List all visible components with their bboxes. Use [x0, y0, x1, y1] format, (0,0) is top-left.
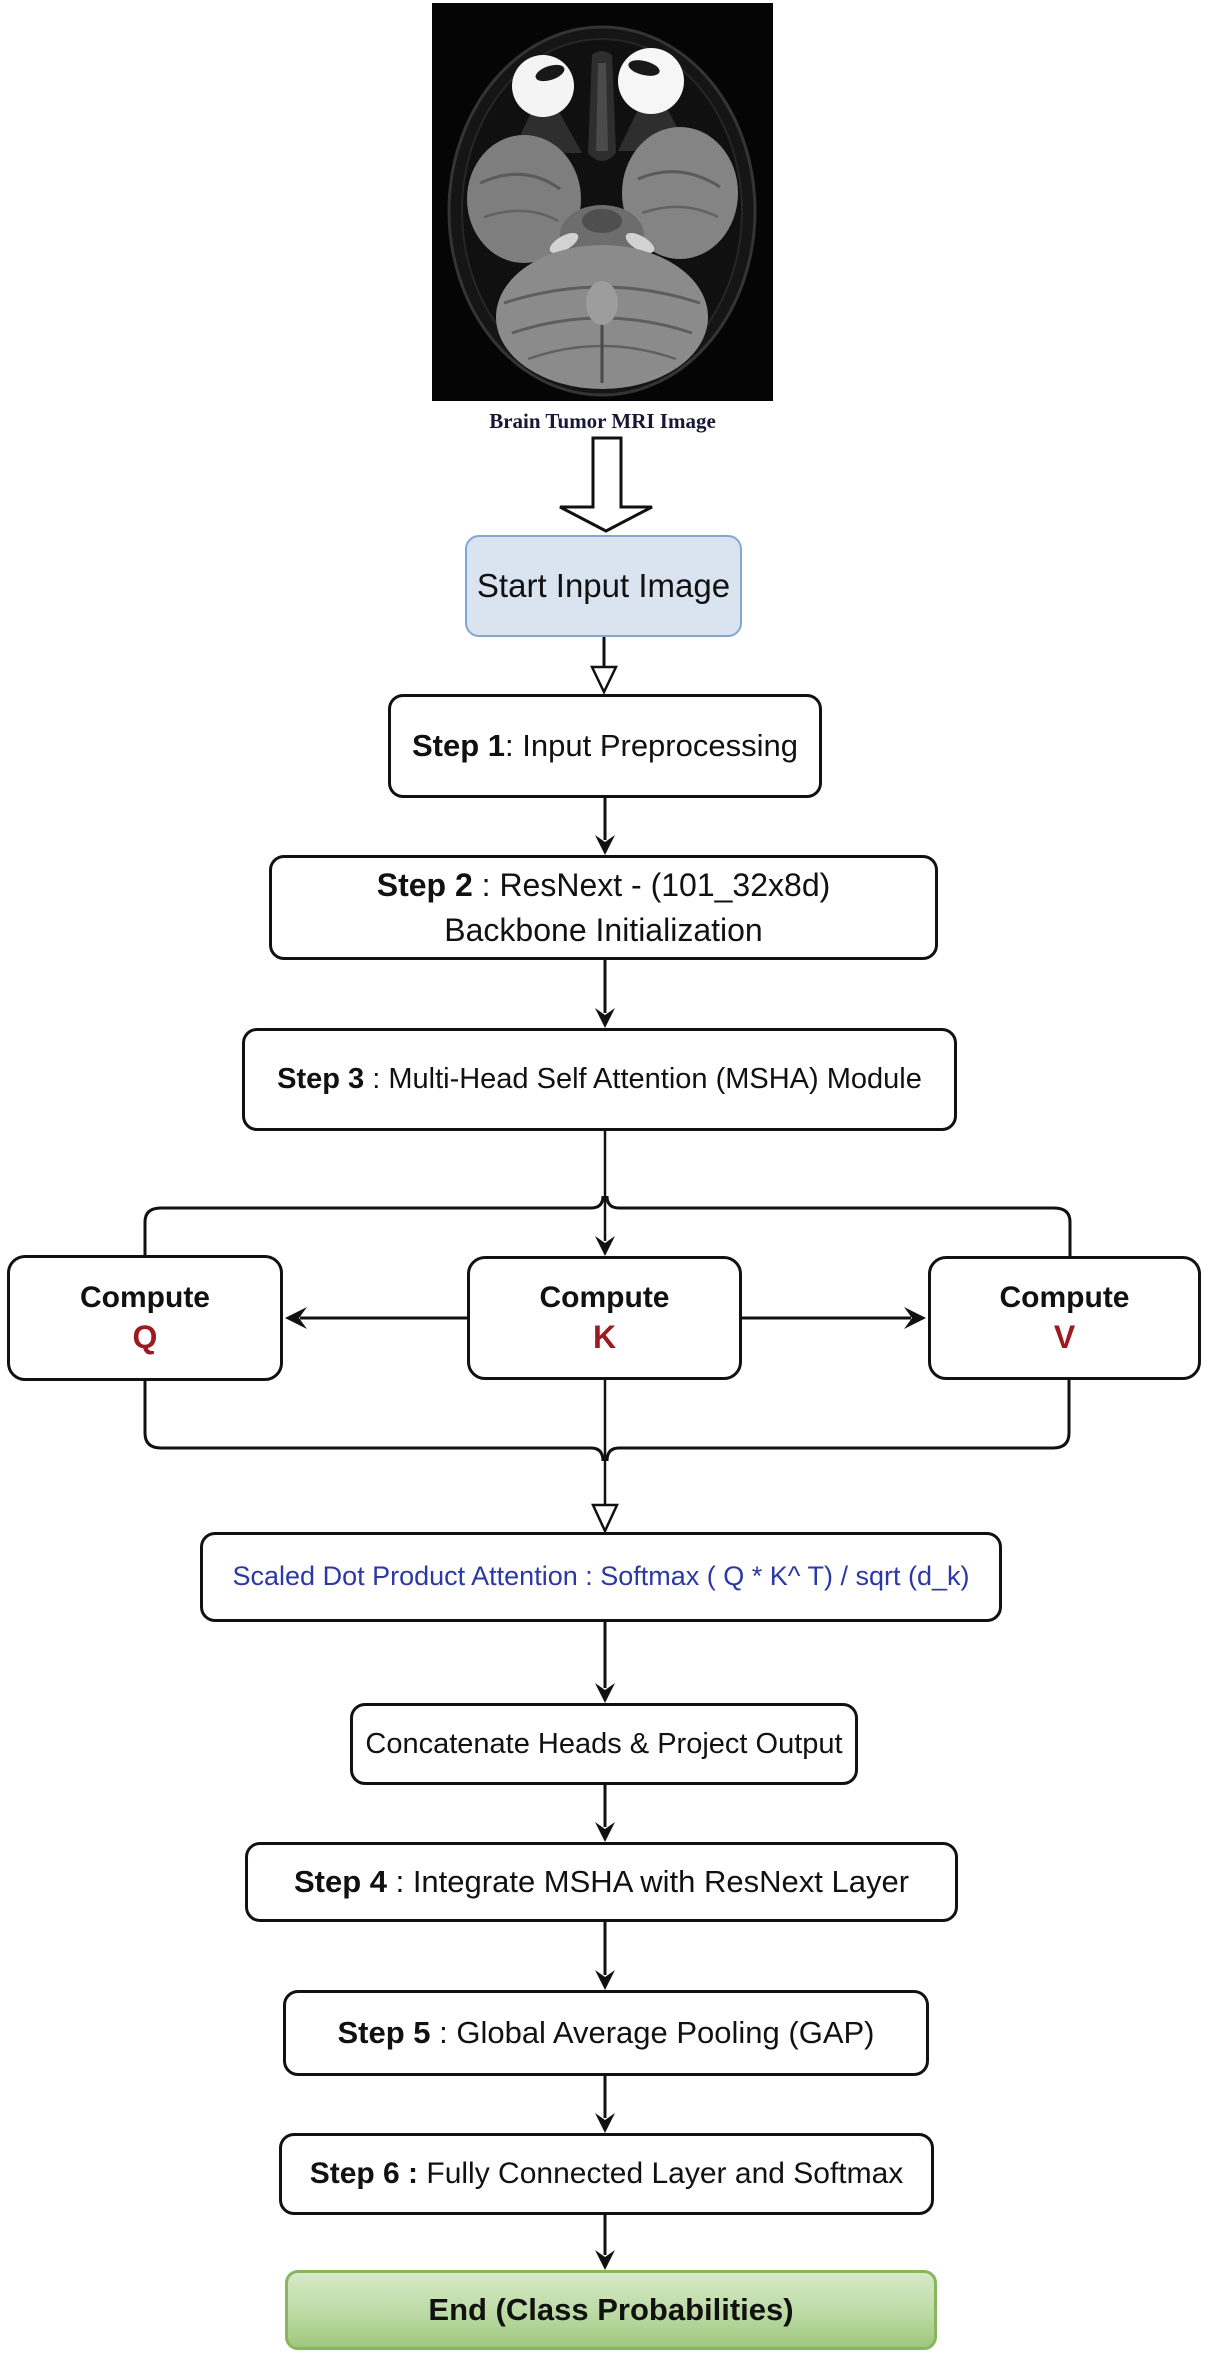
filled-arrowhead-icon	[595, 1970, 615, 1990]
filled-arrowhead-icon	[595, 1683, 615, 1703]
node-label-line1: Step 2 : ResNext - (101_32x8d)	[376, 867, 831, 904]
node-label: Step 1: Input Preprocessing	[412, 727, 798, 763]
node-label: Step 6 : Fully Connected Layer and Softm…	[309, 2157, 904, 2191]
filled-arrowhead-icon	[595, 2250, 615, 2270]
node-compute-v: Compute V	[928, 1256, 1201, 1380]
bracket-bottom	[605, 1380, 1071, 1462]
node-step4-integrate-msha: Step 4 : Integrate MSHA with ResNext Lay…	[245, 1842, 958, 1922]
compute-symbol-q: Q	[132, 1318, 158, 1355]
node-compute-k: Compute K	[467, 1256, 742, 1380]
brain-mri-graphic	[432, 3, 773, 401]
filled-arrowhead-icon	[595, 1822, 615, 1842]
node-label: Step 3 : Multi-Head Self Attention (MSHA…	[277, 1063, 922, 1096]
filled-arrowhead-icon	[904, 1307, 926, 1329]
hollow-arrowhead-icon	[590, 665, 618, 695]
compute-label: Compute	[539, 1280, 670, 1314]
filled-arrowhead-icon	[285, 1307, 307, 1329]
compute-symbol-v: V	[1053, 1318, 1076, 1355]
node-concatenate-heads: Concatenate Heads & Project Output	[350, 1703, 858, 1785]
compute-label: Compute	[999, 1280, 1130, 1314]
filled-arrowhead-icon	[595, 1008, 615, 1028]
node-step2-resnext-backbone: Step 2 : ResNext - (101_32x8d) Backbone …	[269, 855, 938, 960]
block-arrow-down-icon	[559, 436, 653, 533]
filled-arrowhead-icon	[595, 1236, 615, 1256]
mri-caption: Brain Tumor MRI Image	[489, 409, 716, 433]
node-compute-q: Compute Q	[7, 1255, 283, 1381]
bracket-top	[143, 1195, 605, 1256]
node-label: End (Class Probabilities)	[428, 2291, 794, 2327]
formula-text: Scaled Dot Product Attention : Softmax (…	[232, 1561, 970, 1592]
node-scaled-dot-product-attention: Scaled Dot Product Attention : Softmax (…	[200, 1532, 1002, 1622]
bracket-top	[605, 1195, 1072, 1256]
compute-symbol-k: K	[592, 1318, 617, 1355]
compute-label: Compute	[80, 1280, 210, 1314]
node-step1-input-preprocessing: Step 1: Input Preprocessing	[388, 694, 822, 798]
node-label: Step 5 : Global Average Pooling (GAP)	[337, 2014, 875, 2050]
brain-mri-image	[432, 3, 773, 401]
node-step5-gap: Step 5 : Global Average Pooling (GAP)	[283, 1990, 929, 2076]
node-start-input-image: Start Input Image	[465, 535, 742, 637]
hollow-arrowhead-icon	[591, 1503, 619, 1534]
filled-arrowhead-icon	[595, 2113, 615, 2133]
node-step6-fc-softmax: Step 6 : Fully Connected Layer and Softm…	[279, 2133, 934, 2215]
node-label-line2: Backbone Initialization	[444, 911, 763, 948]
bracket-bottom	[143, 1381, 605, 1462]
node-label: Step 4 : Integrate MSHA with ResNext Lay…	[293, 1863, 910, 1899]
node-label: Concatenate Heads & Project Output	[365, 1727, 843, 1760]
filled-arrowhead-icon	[595, 835, 615, 855]
node-step3-msha-module: Step 3 : Multi-Head Self Attention (MSHA…	[242, 1028, 957, 1131]
node-label: Start Input Image	[476, 567, 731, 605]
node-end-class-probabilities: End (Class Probabilities)	[285, 2270, 937, 2350]
